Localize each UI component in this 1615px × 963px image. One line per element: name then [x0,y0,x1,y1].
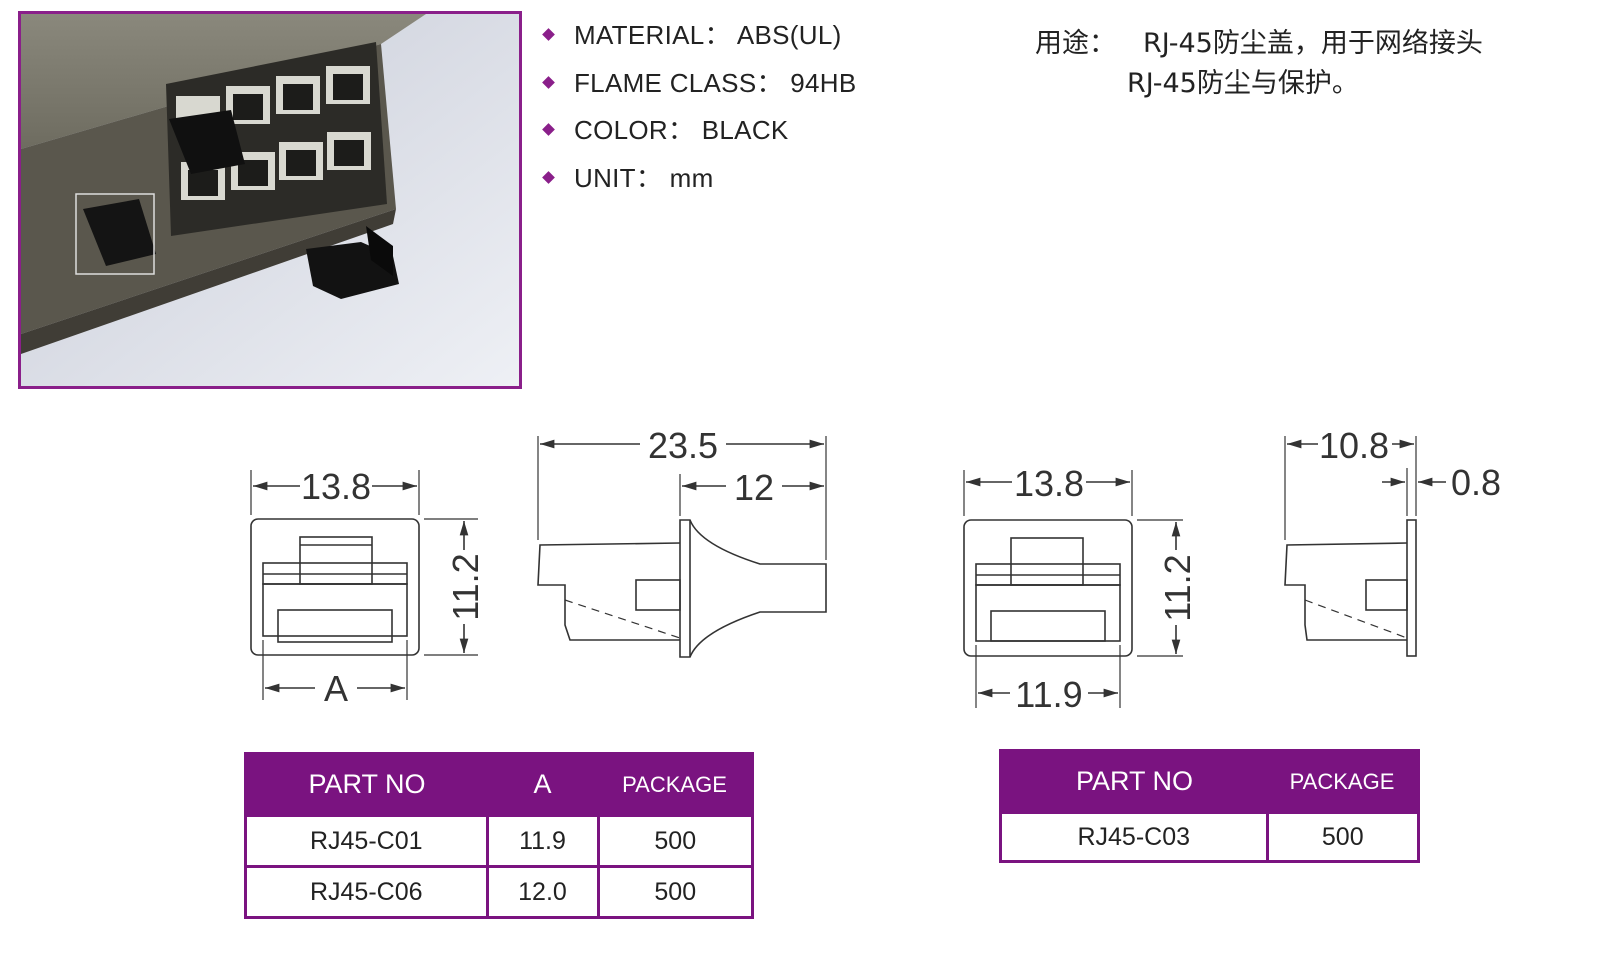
drawing1-front-labels: 13.8 A 11.2 [301,466,486,709]
dim-side-part: 12 [734,467,774,508]
dim2-front-height: 11.2 [1157,554,1198,621]
col-package: PACKAGE [1267,750,1419,813]
cell-part-no: RJ45-C06 [244,865,489,919]
dim2-side-thickness: 0.8 [1451,462,1501,503]
dim-front-height: 11.2 [445,553,486,620]
drawing2-side-view [1284,436,1446,657]
parts-table-2: PART NO PACKAGE RJ45-C03 500 [999,749,1420,863]
col-part-no: PART NO [245,753,487,816]
cell-part-no: RJ45-C01 [244,814,489,868]
table-row: RJ45-C01 11.9 500 [244,814,754,868]
spec-material: MATERIAL： ABS(UL) [540,15,857,63]
spec-flame-class: FLAME CLASS： 94HB [540,63,857,111]
drawing2-side-labels: 10.8 0.8 [1319,425,1501,503]
drawing2-front-labels: 13.8 11.9 11.2 [1014,463,1198,715]
usage-label: 用途： [1035,28,1116,59]
cell-package: 500 [596,814,754,868]
col-package: PACKAGE [598,753,753,816]
spec-color: COLOR： BLACK [540,110,857,158]
dim-front-inner: A [324,668,348,709]
table-row: RJ45-C06 12.0 500 [244,865,754,919]
dim-front-width: 13.8 [301,466,371,507]
parts-table-1: PART NO A PACKAGE RJ45-C01 11.9 500 RJ45… [244,752,754,919]
cell-a: 12.0 [485,865,600,919]
spec-unit: UNIT： mm [540,158,857,206]
table-row: RJ45-C03 500 [999,811,1420,863]
usage-line-1: RJ-45防尘盖，用于网络接头 [1143,28,1483,59]
cell-package: 500 [596,865,754,919]
cell-part-no: RJ45-C03 [999,811,1269,863]
cell-package: 500 [1265,811,1420,863]
usage-line-2: RJ-45防尘与保护。 [1127,68,1359,99]
col-a: A [487,753,598,816]
cell-a: 11.9 [485,814,600,868]
drawing2-front-view [963,470,1183,708]
drawing1-side-labels: 23.5 12 [648,425,774,508]
usage-description: 用途： RJ-45防尘盖，用于网络接头 RJ-45防尘与保护。 [1035,24,1483,104]
drawing1-front-view [250,470,478,700]
drawing1-side-view [537,436,827,658]
spec-list: MATERIAL： ABS(UL) FLAME CLASS： 94HB COLO… [540,15,857,205]
dim2-front-inner: 11.9 [1015,674,1082,715]
product-photo [18,11,522,389]
dim2-side-total: 10.8 [1319,425,1389,466]
dim-side-total: 23.5 [648,425,718,466]
col-part-no: PART NO [1000,750,1267,813]
dim2-front-width: 13.8 [1014,463,1084,504]
